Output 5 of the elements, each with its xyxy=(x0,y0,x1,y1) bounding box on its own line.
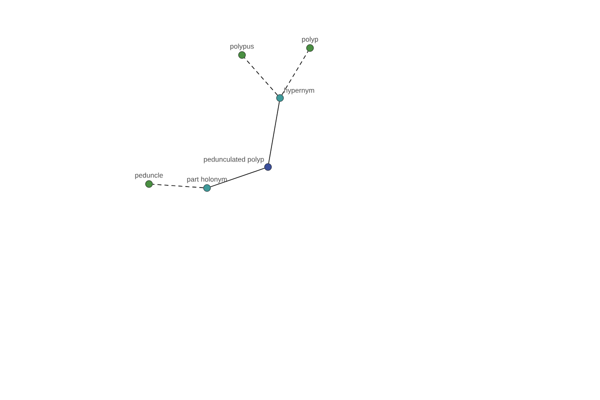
connector-line xyxy=(244,57,278,96)
connector-line xyxy=(268,101,280,164)
connector-line xyxy=(210,168,265,188)
connector-line xyxy=(152,184,204,188)
connector-line xyxy=(282,50,308,96)
